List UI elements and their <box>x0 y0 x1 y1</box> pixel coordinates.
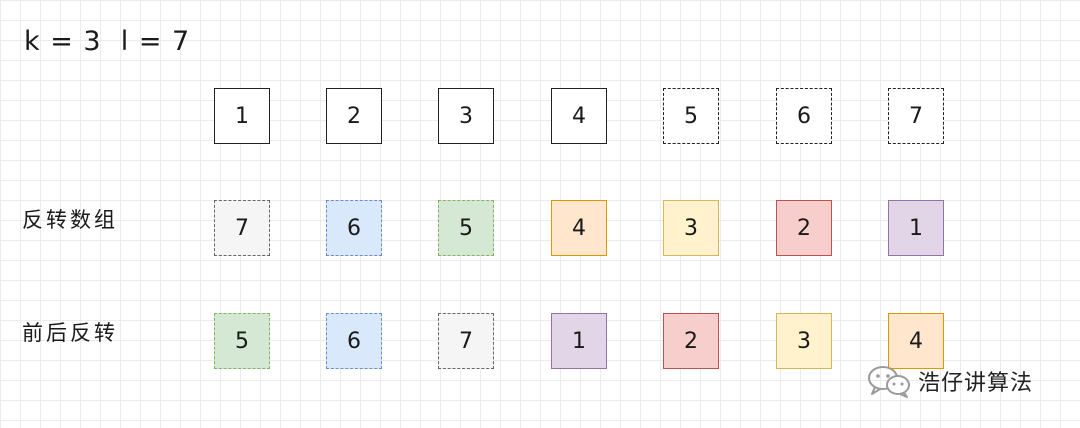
array-cell-row2-col7: 1 <box>888 200 944 256</box>
header-label: k = 3 l = 7 <box>24 26 191 57</box>
array-cell-row3-col7: 4 <box>888 313 944 369</box>
watermark: 浩仔讲算法 <box>866 364 1033 398</box>
row-label-reverse-array: 反转数组 <box>22 208 118 232</box>
array-cell-row2-col2: 6 <box>326 200 382 256</box>
array-cell-row1-col1: 1 <box>214 88 270 144</box>
array-cell-row1-col6: 6 <box>776 88 832 144</box>
array-cell-row3-col2: 6 <box>326 313 382 369</box>
array-cell-row2-col4: 4 <box>551 200 607 256</box>
array-cell-row1-col7: 7 <box>888 88 944 144</box>
watermark-text: 浩仔讲算法 <box>918 371 1034 396</box>
array-cell-row3-col1: 5 <box>214 313 270 369</box>
array-cell-row3-col4: 1 <box>551 313 607 369</box>
array-cell-row3-col3: 7 <box>438 313 494 369</box>
row-label-front-back-reverse: 前后反转 <box>22 321 118 345</box>
array-cell-row3-col5: 2 <box>663 313 719 369</box>
array-cell-row1-col5: 5 <box>663 88 719 144</box>
wechat-icon <box>868 366 910 398</box>
array-cell-row2-col5: 3 <box>663 200 719 256</box>
array-cell-row2-col1: 7 <box>214 200 270 256</box>
array-cell-row2-col6: 2 <box>776 200 832 256</box>
array-cell-row2-col3: 5 <box>438 200 494 256</box>
array-cell-row1-col4: 4 <box>551 88 607 144</box>
array-cell-row3-col6: 3 <box>776 313 832 369</box>
array-cell-row1-col3: 3 <box>438 88 494 144</box>
array-cell-row1-col2: 2 <box>326 88 382 144</box>
